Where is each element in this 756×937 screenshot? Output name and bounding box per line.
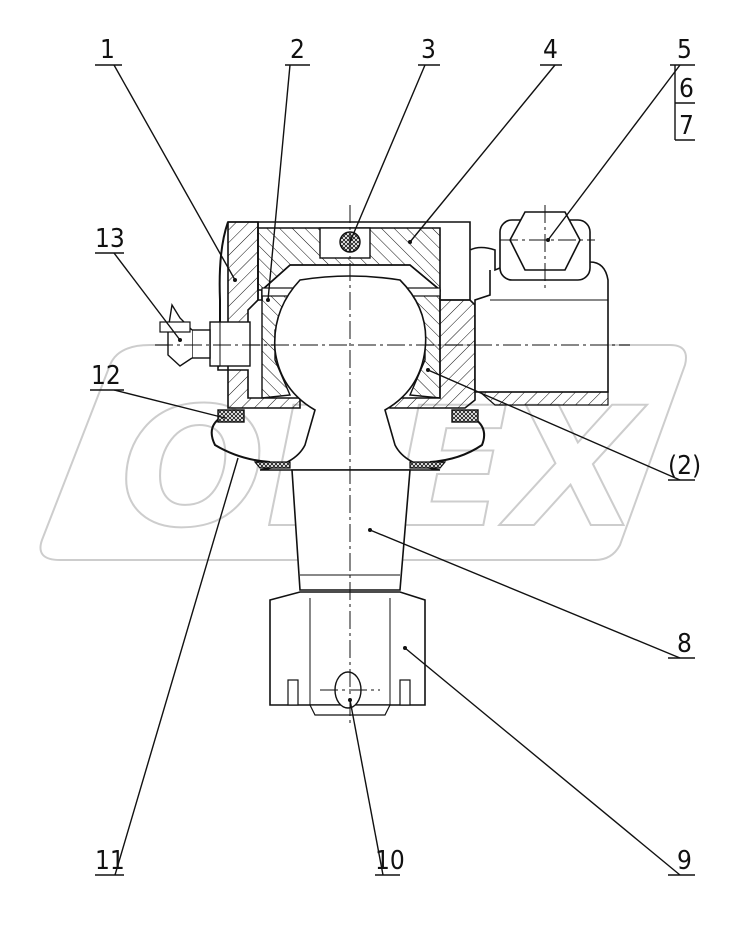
label-10: 10 (375, 846, 405, 876)
label-2: 2 (290, 35, 305, 65)
grease-fitting (159, 303, 251, 367)
centerlines (155, 205, 630, 725)
leader-lines (90, 64, 695, 876)
label-6: 6 (679, 74, 694, 104)
label-3: 3 (421, 35, 436, 65)
label-13: 13 (95, 224, 125, 254)
label-4: 4 (543, 35, 558, 65)
label-1: 1 (100, 35, 115, 65)
label-2-paren: (2) (668, 451, 701, 481)
part-labels: 1 2 3 4 5 6 7 13 12 (2) 8 9 10 11 (91, 35, 701, 876)
dust-boot (210, 409, 486, 469)
label-5: 5 (677, 35, 692, 65)
label-11: 11 (95, 846, 125, 876)
cover-plug (257, 227, 441, 292)
leader-dots (178, 238, 550, 702)
clamp-arm (469, 205, 609, 406)
label-9: 9 (677, 846, 692, 876)
label-8: 8 (677, 629, 692, 659)
castle-nut (269, 591, 426, 716)
label-7: 7 (679, 111, 694, 141)
label-12: 12 (91, 361, 121, 391)
